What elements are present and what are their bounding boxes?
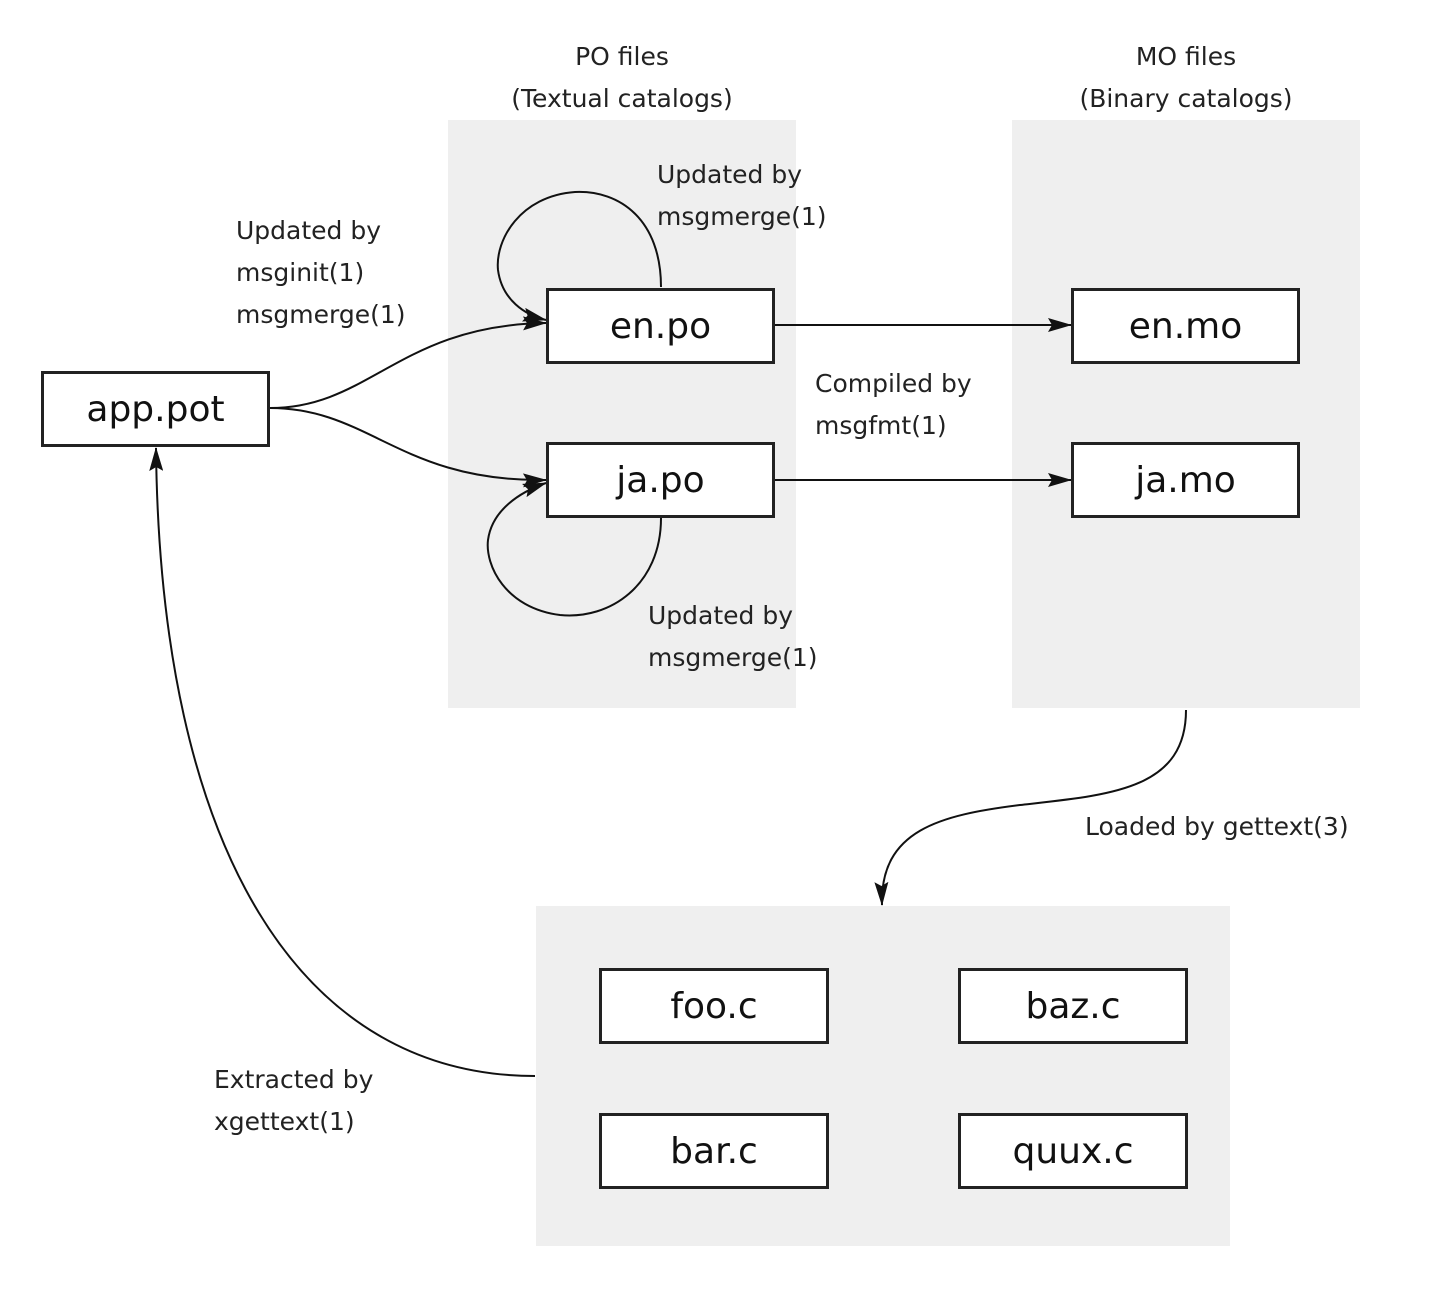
node-bar-c[interactable]: bar.c (599, 1113, 829, 1189)
label-po-to-mo: Compiled by msgfmt(1) (815, 363, 972, 447)
label-po-to-mo-line2: msgfmt(1) (815, 411, 947, 440)
label-en-po-self-line2: msgmerge(1) (657, 202, 827, 231)
label-mo-to-sources-line1: Loaded by gettext(3) (1085, 812, 1349, 841)
label-sources-to-pot: Extracted by xgettext(1) (214, 1059, 373, 1143)
mo-files-title-line2: (Binary catalogs) (1079, 84, 1293, 113)
node-quux-c-label: quux.c (1012, 1130, 1134, 1172)
node-foo-c-label: foo.c (670, 985, 758, 1027)
node-quux-c[interactable]: quux.c (958, 1113, 1188, 1189)
node-app-pot-label: app.pot (86, 388, 225, 430)
node-ja-mo-label: ja.mo (1135, 459, 1236, 501)
label-ja-po-self: Updated by msgmerge(1) (648, 595, 817, 679)
label-ja-po-self-line2: msgmerge(1) (648, 643, 818, 672)
mo-files-group (1012, 120, 1360, 708)
node-baz-c-label: baz.c (1025, 985, 1121, 1027)
node-en-mo[interactable]: en.mo (1071, 288, 1300, 364)
node-en-po-label: en.po (609, 305, 712, 347)
label-mo-to-sources: Loaded by gettext(3) (1085, 806, 1349, 848)
node-bar-c-label: bar.c (670, 1130, 758, 1172)
label-po-to-mo-line1: Compiled by (815, 369, 972, 398)
label-sources-to-pot-line1: Extracted by (214, 1065, 374, 1094)
node-app-pot[interactable]: app.pot (41, 371, 270, 447)
node-ja-po-label: ja.po (616, 459, 705, 501)
mo-files-title: MO files (Binary catalogs) (1012, 36, 1360, 120)
mo-files-title-line1: MO files (1135, 42, 1237, 71)
po-files-title: PO files (Textual catalogs) (448, 36, 796, 120)
po-files-title-line2: (Textual catalogs) (511, 84, 733, 113)
node-ja-po[interactable]: ja.po (546, 442, 775, 518)
source-files-group (536, 906, 1230, 1246)
label-pot-to-po-line2: msginit(1) (236, 258, 365, 287)
node-en-mo-label: en.mo (1128, 305, 1243, 347)
node-en-po[interactable]: en.po (546, 288, 775, 364)
label-pot-to-po: Updated by msginit(1) msgmerge(1) (236, 210, 405, 336)
po-files-title-line1: PO files (575, 42, 669, 71)
label-pot-to-po-line3: msgmerge(1) (236, 300, 406, 329)
node-foo-c[interactable]: foo.c (599, 968, 829, 1044)
label-sources-to-pot-line2: xgettext(1) (214, 1107, 355, 1136)
label-ja-po-self-line1: Updated by (648, 601, 794, 630)
node-ja-mo[interactable]: ja.mo (1071, 442, 1300, 518)
label-en-po-self: Updated by msgmerge(1) (657, 154, 826, 238)
label-pot-to-po-line1: Updated by (236, 216, 382, 245)
node-baz-c[interactable]: baz.c (958, 968, 1188, 1044)
label-en-po-self-line1: Updated by (657, 160, 803, 189)
